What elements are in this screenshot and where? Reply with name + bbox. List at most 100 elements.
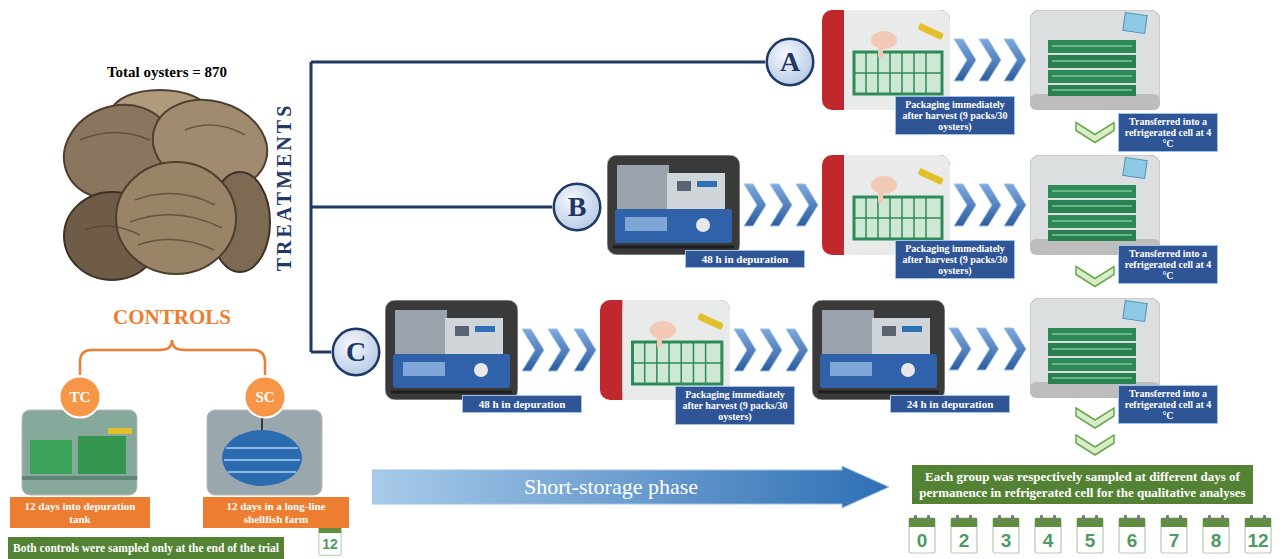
chevron-connector — [1076, 267, 1114, 287]
calendar-icon — [1203, 515, 1229, 553]
node-text: C — [346, 338, 366, 366]
water-line — [22, 476, 137, 480]
day-number: 12 — [1244, 527, 1272, 554]
yellow-pipe — [108, 428, 132, 434]
node-text: Each group was respectively sampled at d… — [918, 469, 1247, 500]
depuration-photo — [607, 155, 740, 255]
depuration-step: 24 h in depuration — [812, 300, 945, 400]
chevron — [1076, 408, 1114, 428]
treatment-circle: B — [552, 182, 602, 232]
chevron — [1004, 39, 1026, 81]
refrigeration-step: Transferred into a refrigerated cell at … — [1030, 10, 1160, 110]
node-text: Packaging immediately after harvest (9 p… — [895, 96, 1015, 135]
sampling-box: Each group was respectively sampled at d… — [912, 465, 1253, 504]
circle-shape — [554, 184, 601, 231]
farm-photo — [207, 410, 322, 495]
blue-basket — [222, 430, 302, 486]
chevron — [760, 329, 782, 371]
node-text: 12 days in a long-line shellfish farm — [207, 500, 345, 525]
day-number: 7 — [1160, 527, 1188, 554]
chevron — [954, 184, 976, 226]
node-text: Transferred into a refrigerated cell at … — [1118, 245, 1218, 284]
arrow-shape — [372, 466, 889, 508]
depuration-photo — [385, 300, 518, 400]
chevron — [574, 329, 596, 371]
chevron-connector — [1076, 123, 1114, 143]
packaging-step: Packaging immediately after harvest (9 p… — [822, 10, 950, 110]
chevron-connector — [734, 329, 808, 371]
chevron-connector — [954, 184, 1026, 226]
day-number: 6 — [1118, 527, 1146, 554]
calendar-icon — [1077, 515, 1103, 553]
shell-ridges — [80, 125, 245, 250]
node-text: SC — [255, 390, 274, 405]
chevron — [979, 39, 1001, 81]
node-text: Packaging immediately after harvest (9 p… — [675, 386, 795, 425]
calendar-icon — [993, 515, 1019, 553]
node-text: 48 h in depuration — [685, 250, 805, 268]
calendar-icon — [1119, 515, 1145, 553]
chevron — [786, 329, 808, 371]
treatment-circle: C — [331, 327, 381, 377]
chevron — [1004, 184, 1026, 226]
note-bar: Both controls were sampled only at the e… — [8, 537, 284, 559]
section-title: TREATMENTS — [273, 87, 295, 287]
node-text: 48 h in depuration — [462, 395, 582, 413]
calendar-icon — [1161, 515, 1187, 553]
chevron — [734, 329, 756, 371]
oyster-photo — [51, 87, 278, 280]
node-text: Short-storage phase — [524, 476, 698, 498]
basket-stripes — [224, 448, 300, 472]
day-number: 3 — [992, 527, 1020, 554]
control-box: 12 days in a long-line shellfish farm — [203, 497, 349, 528]
green-tank — [30, 440, 72, 474]
calendar-icon — [909, 515, 935, 553]
circle-shape — [245, 377, 286, 418]
depuration-step: 48 h in depuration — [385, 300, 518, 400]
section-title: CONTROLS — [72, 305, 272, 329]
node-text: Transferred into a refrigerated cell at … — [1118, 113, 1218, 152]
chevron — [1076, 123, 1114, 143]
chevron-connector — [744, 184, 818, 226]
calendar-icon — [951, 515, 977, 553]
depuration-photo — [812, 300, 945, 400]
node-text: A — [780, 48, 800, 76]
refrigerated-photo — [1030, 298, 1160, 398]
node-text: TC — [70, 390, 91, 405]
chevron — [949, 328, 971, 370]
chevron-connector — [1076, 408, 1114, 455]
refrigerated-photo — [1030, 10, 1160, 110]
phase-arrow: Short-storage phase — [372, 465, 890, 509]
calendar-icon — [1245, 515, 1271, 553]
refrigeration-step: Transferred into a refrigerated cell at … — [1030, 155, 1160, 255]
tank-photo — [22, 410, 137, 495]
chevron — [1004, 328, 1026, 370]
calendar-icon — [1035, 515, 1061, 553]
node-text: B — [568, 193, 587, 221]
total-count: Total oysters = 870 — [67, 63, 267, 81]
chevron — [954, 39, 976, 81]
depuration-step: 48 h in depuration — [607, 155, 740, 255]
node-text: Transferred into a refrigerated cell at … — [1118, 385, 1218, 424]
day-number: 4 — [1034, 527, 1062, 554]
chevron — [548, 329, 570, 371]
chevron-connector — [522, 329, 596, 371]
photo-frame — [207, 410, 322, 495]
green-tank — [78, 436, 126, 474]
node-text: 24 h in depuration — [890, 395, 1010, 413]
day-number: 2 — [950, 527, 978, 554]
chevron — [1076, 267, 1114, 287]
chevron-connector — [954, 39, 1026, 81]
control-box: 12 days into depuration tank — [10, 497, 150, 528]
chevron — [522, 329, 544, 371]
node-text: Packaging immediately after harvest (9 p… — [895, 240, 1015, 279]
refrigeration-step: Transferred into a refrigerated cell at … — [1030, 298, 1160, 398]
treatment-circle: A — [765, 37, 815, 87]
chevron — [770, 184, 792, 226]
packaging-photo — [822, 10, 950, 110]
controls-brace — [80, 340, 265, 375]
packaging-step: Packaging immediately after harvest (9 p… — [600, 300, 730, 400]
chevron — [979, 184, 1001, 226]
day-number: 8 — [1202, 527, 1230, 554]
